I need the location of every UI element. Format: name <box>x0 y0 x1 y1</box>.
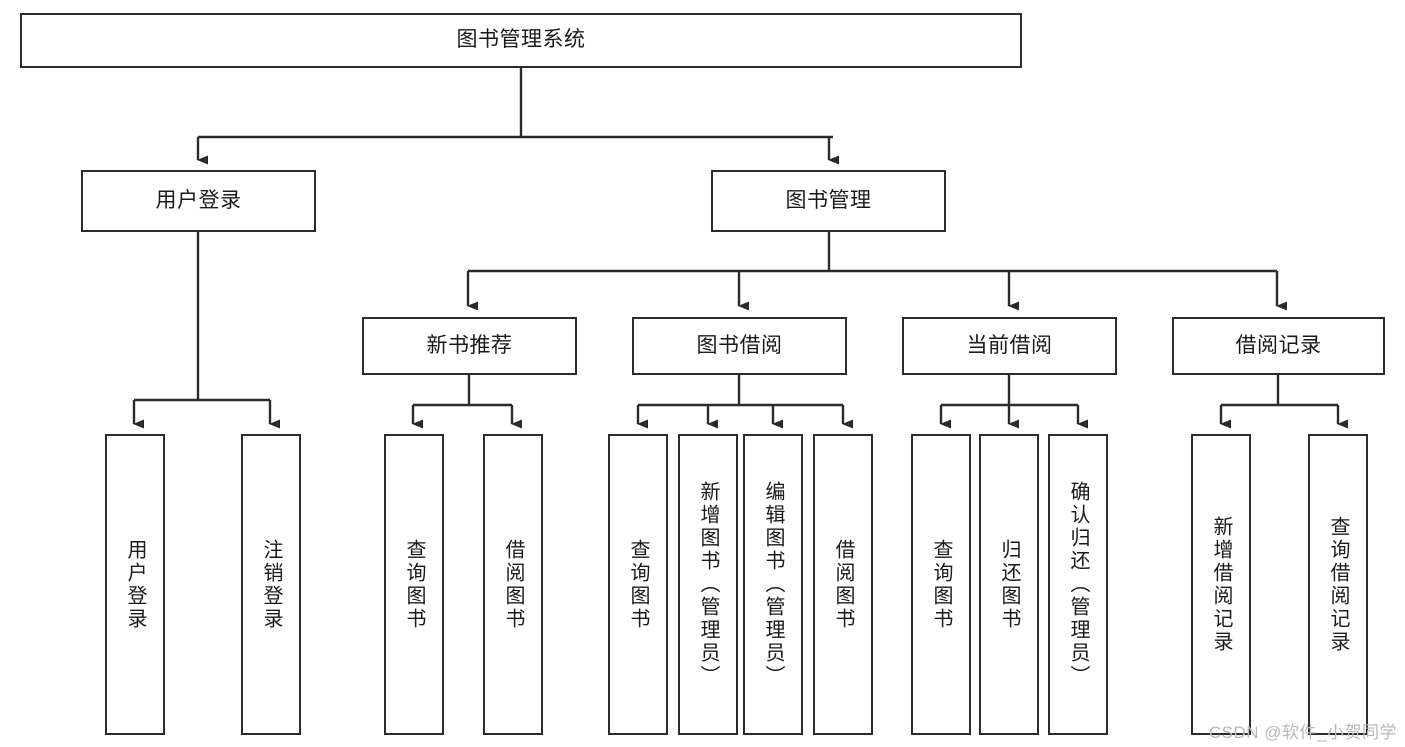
node-leaf-add-record[interactable]: 新增借阅记录 <box>1191 434 1251 735</box>
node-leaf-add-book-label: 新增图书（管理员） <box>697 481 719 688</box>
node-new-book-rec[interactable]: 新书推荐 <box>362 317 577 375</box>
node-leaf-user-login[interactable]: 用户登录 <box>105 434 165 735</box>
node-leaf-user-logout-label: 注销登录 <box>260 538 282 631</box>
node-leaf-borrow-book-2[interactable]: 借阅图书 <box>813 434 873 735</box>
node-borrow-record-label: 借阅记录 <box>1235 333 1322 357</box>
node-leaf-user-login-label: 用户登录 <box>124 538 146 631</box>
node-leaf-add-record-label: 新增借阅记录 <box>1210 515 1232 654</box>
node-leaf-query-book-2-label: 查询图书 <box>627 538 649 631</box>
node-leaf-borrow-book-1[interactable]: 借阅图书 <box>483 434 543 735</box>
node-leaf-add-book[interactable]: 新增图书（管理员） <box>678 434 738 735</box>
node-leaf-query-book-1[interactable]: 查询图书 <box>384 434 444 735</box>
node-user-login-label: 用户登录 <box>155 188 242 212</box>
node-book-borrow[interactable]: 图书借阅 <box>632 317 847 375</box>
node-leaf-confirm-return-label: 确认归还（管理员） <box>1067 481 1089 688</box>
watermark: CSDN @软件_小贺同学 <box>1208 723 1397 742</box>
node-leaf-query-record[interactable]: 查询借阅记录 <box>1308 434 1368 735</box>
node-leaf-edit-book[interactable]: 编辑图书（管理员） <box>743 434 803 735</box>
node-leaf-return-book-label: 归还图书 <box>998 538 1020 631</box>
node-leaf-edit-book-label: 编辑图书（管理员） <box>762 481 784 688</box>
node-leaf-confirm-return[interactable]: 确认归还（管理员） <box>1048 434 1108 735</box>
node-leaf-query-record-label: 查询借阅记录 <box>1327 515 1349 654</box>
node-book-manage[interactable]: 图书管理 <box>711 170 946 232</box>
node-root-label: 图书管理系统 <box>456 28 586 52</box>
node-current-borrow-label: 当前借阅 <box>966 333 1053 357</box>
node-leaf-query-book-1-label: 查询图书 <box>403 538 425 631</box>
node-leaf-borrow-book-2-label: 借阅图书 <box>832 538 854 631</box>
node-leaf-borrow-book-1-label: 借阅图书 <box>502 538 524 631</box>
node-new-book-rec-label: 新书推荐 <box>426 333 513 357</box>
node-leaf-return-book[interactable]: 归还图书 <box>979 434 1039 735</box>
node-leaf-query-book-2[interactable]: 查询图书 <box>608 434 668 735</box>
node-leaf-query-book-3-label: 查询图书 <box>930 538 952 631</box>
node-leaf-user-logout[interactable]: 注销登录 <box>241 434 301 735</box>
node-root[interactable]: 图书管理系统 <box>20 13 1022 68</box>
node-book-manage-label: 图书管理 <box>785 188 872 212</box>
node-leaf-query-book-3[interactable]: 查询图书 <box>911 434 971 735</box>
node-current-borrow[interactable]: 当前借阅 <box>902 317 1117 375</box>
node-user-login[interactable]: 用户登录 <box>81 170 316 232</box>
node-borrow-record[interactable]: 借阅记录 <box>1172 317 1385 375</box>
node-book-borrow-label: 图书借阅 <box>696 333 783 357</box>
